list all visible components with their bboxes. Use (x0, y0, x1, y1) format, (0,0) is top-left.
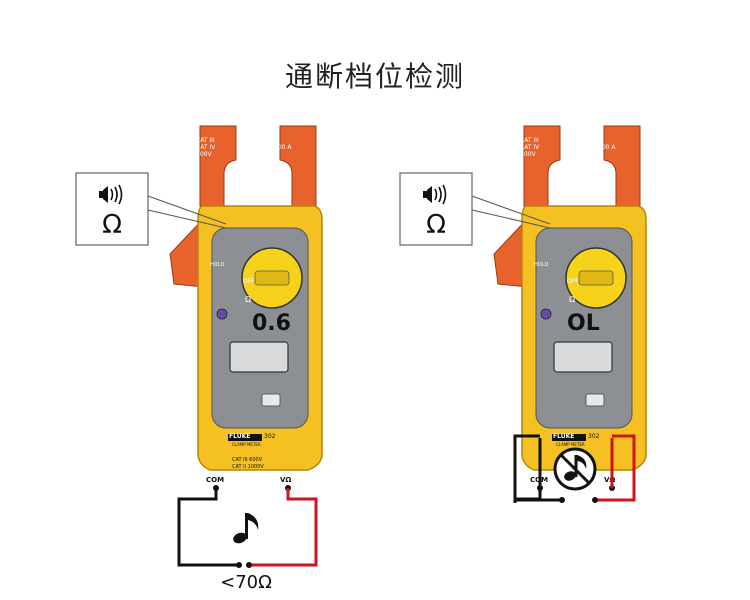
right-probe-tip-red (592, 497, 598, 503)
right-callout-ohm-symbol: Ω (426, 210, 446, 240)
right-callout: Ω (399, 172, 551, 246)
left-callout: Ω (75, 172, 227, 246)
right-brand: FLUKE (553, 433, 574, 440)
right-hold-label: HOLD (534, 262, 548, 268)
left-cat-line1: CAT III 600V (232, 457, 263, 463)
left-callout-ohm-symbol: Ω (102, 210, 122, 240)
left-circuit: <70Ω (177, 488, 318, 593)
left-com-label: COM (206, 476, 224, 484)
right-probe-tip-black (559, 497, 565, 503)
resistance-threshold-label: <70Ω (220, 572, 272, 593)
left-lcd-reading: 0.6 (252, 311, 291, 336)
right-subtitle: CLAMP METER (556, 442, 585, 447)
left-lcd-unit: Ω (245, 295, 251, 304)
right-callout-beep-icon (423, 184, 447, 205)
right-jaw-amps: 600 A (598, 144, 616, 151)
left-black-wire (177, 488, 239, 567)
left-off-label: OFF (243, 278, 255, 285)
right-vohm-label: VΩ (604, 476, 615, 484)
left-red-wire (249, 488, 318, 567)
page-title: 通断档位检测 (284, 60, 465, 93)
right-jaw-volts: 600V (520, 151, 536, 158)
left-jaw-amps: 600 A (274, 144, 292, 151)
right-model: 302 (588, 433, 600, 440)
left-meter: CAT III CAT IV 600V 600 A HOLD OFF Ω 0.6… (169, 125, 323, 492)
left-callout-beep-icon (99, 184, 123, 205)
right-jaw-cat2: CAT IV (520, 144, 540, 151)
left-hold-label: HOLD (210, 262, 224, 268)
right-black-wire (513, 434, 562, 502)
right-lcd-unit: Ω (569, 295, 575, 304)
right-lcd-reading: OL (567, 311, 600, 336)
left-jaw-volts: 600V (196, 151, 212, 158)
right-circuit (513, 434, 636, 503)
right-red-wire (595, 434, 636, 502)
left-probe-tip-red (246, 562, 252, 568)
left-subtitle: CLAMP METER (232, 442, 261, 447)
left-brand: FLUKE (229, 433, 250, 440)
left-jaw-cat1: CAT III (196, 137, 215, 144)
note-crossed-icon (553, 447, 597, 491)
right-jaw-cat1: CAT III (520, 137, 539, 144)
left-cat-line2: CAT II 1000V (232, 464, 264, 470)
left-model: 302 (264, 433, 276, 440)
left-jaw-cat2: CAT IV (196, 144, 216, 151)
left-probe-tip-black (236, 562, 242, 568)
note-icon (233, 513, 259, 544)
left-vohm-label: VΩ (280, 476, 291, 484)
right-off-label: OFF (567, 278, 579, 285)
